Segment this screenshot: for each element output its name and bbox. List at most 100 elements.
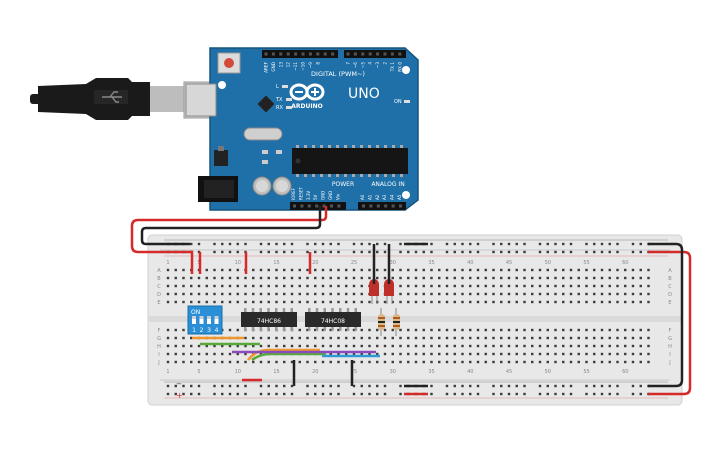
breadboard-hole[interactable] bbox=[228, 268, 232, 272]
breadboard-hole[interactable] bbox=[221, 250, 224, 254]
breadboard-hole[interactable] bbox=[383, 276, 387, 280]
breadboard-hole[interactable] bbox=[500, 328, 503, 332]
breadboard-hole[interactable] bbox=[298, 336, 301, 340]
breadboard-hole[interactable] bbox=[569, 336, 573, 340]
breadboard-hole[interactable] bbox=[352, 328, 356, 332]
breadboard-hole[interactable] bbox=[562, 384, 565, 388]
breadboard-hole[interactable] bbox=[515, 392, 518, 396]
breadboard-hole[interactable] bbox=[259, 242, 263, 246]
header-pin[interactable] bbox=[331, 52, 335, 56]
breadboard-hole[interactable] bbox=[298, 284, 301, 288]
breadboard-hole[interactable] bbox=[267, 344, 270, 348]
dip-toggle[interactable] bbox=[192, 316, 196, 324]
breadboard-hole[interactable] bbox=[236, 242, 239, 246]
breadboard-hole[interactable] bbox=[577, 360, 580, 364]
dip-toggle[interactable] bbox=[199, 316, 204, 324]
breadboard-hole[interactable] bbox=[329, 344, 332, 348]
breadboard-hole[interactable] bbox=[376, 268, 379, 272]
breadboard-hole[interactable] bbox=[593, 300, 596, 304]
breadboard-hole[interactable] bbox=[236, 328, 239, 332]
breadboard-hole[interactable] bbox=[360, 268, 363, 272]
wire-black-rail-right[interactable] bbox=[648, 242, 684, 388]
breadboard-hole[interactable] bbox=[267, 242, 270, 246]
breadboard-hole[interactable] bbox=[422, 336, 425, 340]
analog-pin[interactable] bbox=[376, 204, 380, 208]
header-pin[interactable] bbox=[279, 52, 283, 56]
breadboard-hole[interactable] bbox=[647, 352, 650, 356]
breadboard-hole[interactable] bbox=[259, 250, 263, 254]
breadboard-hole[interactable] bbox=[352, 292, 356, 296]
breadboard-hole[interactable] bbox=[259, 276, 263, 280]
breadboard-hole[interactable] bbox=[368, 276, 371, 280]
breadboard-hole[interactable] bbox=[569, 300, 573, 304]
breadboard-hole[interactable] bbox=[383, 328, 387, 332]
breadboard-hole[interactable] bbox=[360, 352, 363, 356]
breadboard-hole[interactable] bbox=[166, 292, 170, 296]
breadboard-hole[interactable] bbox=[469, 360, 472, 364]
breadboard-hole[interactable] bbox=[197, 300, 201, 304]
breadboard-hole[interactable] bbox=[414, 284, 418, 288]
breadboard-hole[interactable] bbox=[252, 336, 255, 340]
breadboard-hole[interactable] bbox=[453, 268, 456, 272]
breadboard-hole[interactable] bbox=[476, 292, 480, 296]
breadboard-hole[interactable] bbox=[205, 268, 208, 272]
breadboard-hole[interactable] bbox=[383, 336, 387, 340]
breadboard-hole[interactable] bbox=[585, 284, 588, 288]
wire-black-bottom[interactable] bbox=[292, 360, 354, 386]
breadboard-hole[interactable] bbox=[414, 336, 418, 340]
breadboard-hole[interactable] bbox=[430, 276, 433, 280]
breadboard-hole[interactable] bbox=[399, 352, 402, 356]
breadboard-hole[interactable] bbox=[329, 384, 332, 388]
breadboard-hole[interactable] bbox=[329, 328, 332, 332]
breadboard-hole[interactable] bbox=[267, 250, 270, 254]
breadboard-hole[interactable] bbox=[484, 300, 487, 304]
breadboard-hole[interactable] bbox=[414, 344, 418, 348]
breadboard-hole[interactable] bbox=[624, 328, 627, 332]
breadboard-hole[interactable] bbox=[476, 360, 480, 364]
breadboard-hole[interactable] bbox=[538, 250, 542, 254]
breadboard-hole[interactable] bbox=[267, 392, 270, 396]
breadboard-hole[interactable] bbox=[500, 284, 503, 288]
breadboard-hole[interactable] bbox=[484, 336, 487, 340]
breadboard-hole[interactable] bbox=[562, 336, 565, 340]
breadboard-hole[interactable] bbox=[221, 292, 224, 296]
breadboard-hole[interactable] bbox=[507, 392, 511, 396]
breadboard-hole[interactable] bbox=[538, 242, 542, 246]
breadboard-hole[interactable] bbox=[546, 242, 549, 246]
breadboard-hole[interactable] bbox=[391, 300, 394, 304]
breadboard-hole[interactable] bbox=[430, 284, 433, 288]
breadboard-hole[interactable] bbox=[523, 384, 526, 388]
breadboard-hole[interactable] bbox=[430, 242, 433, 246]
breadboard-hole[interactable] bbox=[647, 292, 650, 296]
breadboard-hole[interactable] bbox=[577, 300, 580, 304]
breadboard-hole[interactable] bbox=[190, 242, 193, 246]
breadboard-hole[interactable] bbox=[376, 352, 379, 356]
breadboard-hole[interactable] bbox=[314, 292, 317, 296]
breadboard-hole[interactable] bbox=[461, 360, 464, 364]
breadboard-hole[interactable] bbox=[182, 328, 185, 332]
breadboard-hole[interactable] bbox=[174, 360, 177, 364]
breadboard-hole[interactable] bbox=[445, 300, 449, 304]
analog-pin[interactable] bbox=[362, 204, 365, 208]
breadboard-hole[interactable] bbox=[538, 392, 542, 396]
breadboard-hole[interactable] bbox=[399, 384, 402, 388]
breadboard-hole[interactable] bbox=[616, 360, 619, 364]
breadboard-hole[interactable] bbox=[190, 392, 193, 396]
breadboard-hole[interactable] bbox=[267, 300, 270, 304]
breadboard-hole[interactable] bbox=[290, 336, 294, 340]
breadboard-hole[interactable] bbox=[639, 276, 642, 280]
wire-red-jumper[interactable] bbox=[198, 252, 312, 274]
power-pin[interactable] bbox=[315, 204, 319, 208]
breadboard-hole[interactable] bbox=[554, 344, 557, 348]
breadboard-hole[interactable] bbox=[221, 360, 224, 364]
breadboard-hole[interactable] bbox=[306, 284, 309, 288]
breadboard-hole[interactable] bbox=[360, 292, 363, 296]
breadboard-hole[interactable] bbox=[608, 284, 611, 288]
breadboard-hole[interactable] bbox=[383, 300, 387, 304]
breadboard-hole[interactable] bbox=[360, 276, 363, 280]
breadboard-hole[interactable] bbox=[585, 328, 588, 332]
breadboard-hole[interactable] bbox=[593, 360, 596, 364]
breadboard-hole[interactable] bbox=[531, 300, 534, 304]
breadboard-hole[interactable] bbox=[399, 276, 402, 280]
breadboard-hole[interactable] bbox=[360, 250, 363, 254]
